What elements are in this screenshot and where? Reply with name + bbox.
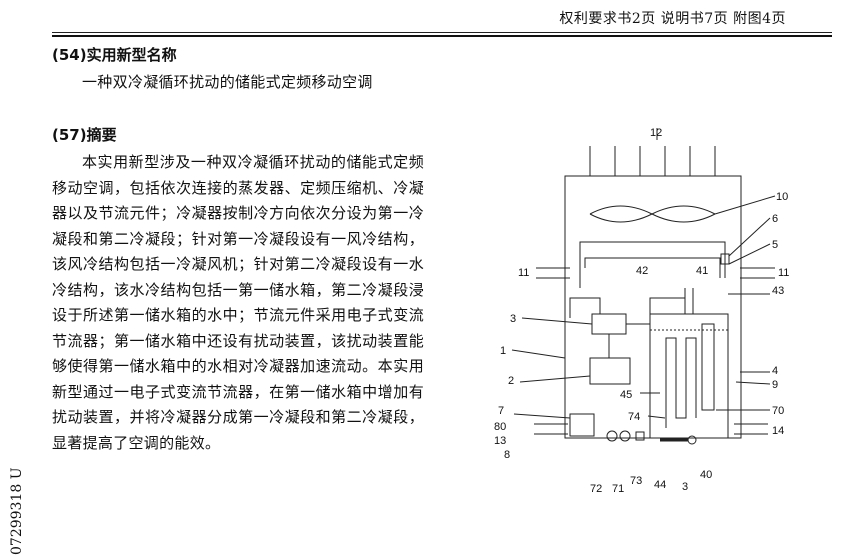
page-header: 权利要求书2页 说明书7页 附图4页 [0, 0, 848, 37]
label-74: 74 [628, 411, 640, 423]
label-11-right: 11 [778, 267, 789, 279]
valve-71 [619, 430, 631, 442]
label-72: 72 [590, 483, 602, 495]
page-count-info: 权利要求书2页 说明书7页 附图4页 [559, 11, 786, 27]
label-3-top: 3 [510, 313, 516, 325]
label-3-bottom: 3 [682, 481, 688, 493]
section-57-heading: (57)摘要 [52, 126, 117, 144]
schematic-svg: 12 10 6 5 11 11 42 41 43 3 1 2 4 9 45 70… [494, 127, 789, 495]
water-tank [649, 313, 729, 439]
compressor-box [591, 313, 627, 335]
label-2: 2 [508, 375, 514, 387]
agitator-40 [687, 435, 697, 445]
schematic-figure: 12 10 6 5 11 11 42 41 43 3 1 2 4 9 45 70… [470, 118, 810, 498]
label-4: 4 [772, 365, 778, 377]
side-airflow-arrows [536, 267, 775, 279]
header-rule-thin [52, 32, 832, 33]
label-9: 9 [772, 379, 778, 391]
condenser-first-section [579, 241, 726, 288]
label-12: 12 [650, 127, 662, 139]
condenser-second-section [665, 337, 697, 428]
label-11-left: 11 [518, 267, 529, 279]
label-1: 1 [500, 345, 506, 357]
top-airflow-arrows [589, 146, 716, 176]
side-document-code: 07299318 U [9, 467, 25, 555]
label-44: 44 [654, 479, 666, 491]
label-45: 45 [620, 389, 632, 401]
label-42: 42 [636, 265, 648, 277]
pump-box [569, 413, 595, 437]
label-13: 13 [494, 435, 506, 447]
label-10-leader [714, 195, 776, 215]
evaporator-box [589, 357, 631, 385]
label-14: 14 [772, 425, 784, 437]
label-8: 8 [504, 449, 510, 461]
fan-blades [589, 205, 716, 223]
label-71: 71 [612, 483, 624, 495]
label-41: 41 [696, 265, 708, 277]
label-5: 5 [772, 239, 778, 251]
section-54-heading: (54)实用新型名称 [52, 46, 177, 64]
housing-outline [564, 175, 742, 439]
label-6: 6 [772, 213, 778, 225]
tank-inner-tube [701, 323, 715, 411]
valve-72 [606, 430, 618, 442]
label-43: 43 [772, 285, 784, 297]
label-80: 80 [494, 421, 506, 433]
abstract-text: 本实用新型涉及一种双冷凝循环扰动的储能式定频移动空调，包括依次连接的蒸发器、定频… [52, 153, 424, 452]
label-70: 70 [772, 405, 784, 417]
header-rule-thick [52, 35, 832, 37]
label-73: 73 [630, 475, 642, 487]
label-40: 40 [700, 469, 712, 481]
label-7: 7 [498, 405, 504, 417]
utility-model-title: 一种双冷凝循环扰动的储能式定频移动空调 [82, 73, 373, 91]
label-10: 10 [776, 191, 788, 203]
sensor-box [720, 253, 730, 265]
